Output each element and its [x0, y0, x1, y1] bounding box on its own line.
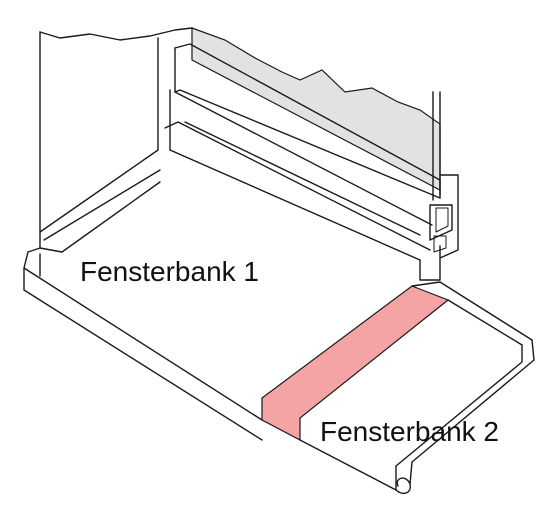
left-wall-reveal: [39, 27, 193, 233]
sill-2: [299, 281, 535, 495]
window-frame: [164, 43, 459, 281]
sill-1-label: Fensterbank 1: [80, 256, 259, 287]
sill-2-label: Fensterbank 2: [320, 416, 499, 447]
